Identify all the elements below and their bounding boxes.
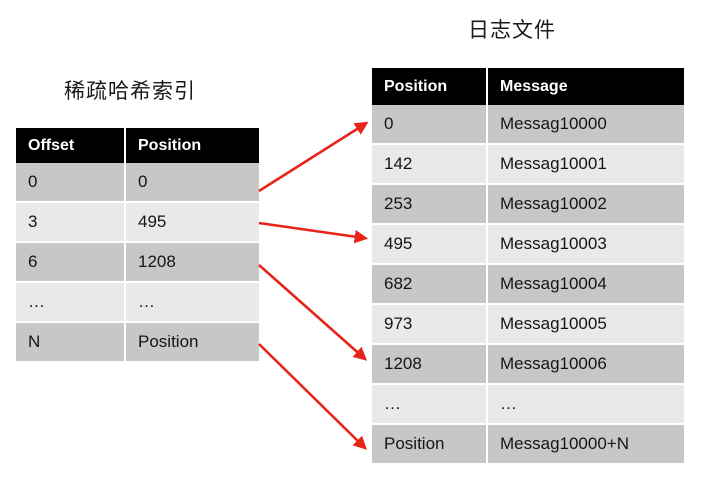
log-col-header-position: Position	[372, 68, 488, 105]
log-cell-position: 1208	[372, 345, 488, 385]
index-cell-position: 0	[126, 163, 259, 203]
arrow-offset-0-to-position-0	[258, 121, 369, 193]
table-row: 0 Messag10000	[372, 105, 684, 145]
log-cell-message: Messag10004	[488, 265, 684, 305]
table-row: 3 495	[16, 203, 259, 243]
log-cell-position: 0	[372, 105, 488, 145]
log-cell-position: Position	[372, 425, 488, 465]
table-row: 142 Messag10001	[372, 145, 684, 185]
index-col-header-offset: Offset	[16, 128, 126, 163]
log-cell-message: Messag10005	[488, 305, 684, 345]
log-cell-position: 253	[372, 185, 488, 225]
index-col-header-position: Position	[126, 128, 259, 163]
table-row: 682 Messag10004	[372, 265, 684, 305]
arrow-offset-3-to-position-495	[258, 221, 369, 244]
index-cell-offset: …	[16, 283, 126, 323]
index-cell-position: Position	[126, 323, 259, 363]
table-row: … …	[372, 385, 684, 425]
sparse-index-table: Offset Position 0 0 3 495 6 1208 … … N	[16, 128, 259, 363]
log-cell-message: …	[488, 385, 684, 425]
log-cell-message: Messag10000+N	[488, 425, 684, 465]
arrow-offset-6-to-position-1208	[258, 264, 368, 361]
index-cell-offset: 0	[16, 163, 126, 203]
log-cell-position: 495	[372, 225, 488, 265]
log-cell-message: Messag10002	[488, 185, 684, 225]
table-row: 495 Messag10003	[372, 225, 684, 265]
log-cell-message: Messag10006	[488, 345, 684, 385]
index-cell-position: 495	[126, 203, 259, 243]
log-cell-position: 973	[372, 305, 488, 345]
log-cell-message: Messag10003	[488, 225, 684, 265]
log-cell-message: Messag10000	[488, 105, 684, 145]
log-cell-position: …	[372, 385, 488, 425]
table-row: N Position	[16, 323, 259, 363]
log-col-header-message: Message	[488, 68, 684, 105]
table-row: 973 Messag10005	[372, 305, 684, 345]
table-row: 253 Messag10002	[372, 185, 684, 225]
table-row: 1208 Messag10006	[372, 345, 684, 385]
index-cell-offset: 3	[16, 203, 126, 243]
index-table-header-row: Offset Position	[16, 128, 259, 163]
log-table-header-row: Position Message	[372, 68, 684, 105]
index-cell-offset: 6	[16, 243, 126, 283]
log-panel-title: 日志文件	[468, 19, 556, 42]
log-file-table: Position Message 0 Messag10000 142 Messa…	[372, 68, 684, 465]
arrow-offset-N-to-position-N	[258, 343, 367, 450]
index-cell-offset: N	[16, 323, 126, 363]
table-row: … …	[16, 283, 259, 323]
table-row: 0 0	[16, 163, 259, 203]
log-cell-message: Messag10001	[488, 145, 684, 185]
index-panel-title: 稀疏哈希索引	[64, 80, 196, 103]
table-row: 6 1208	[16, 243, 259, 283]
index-cell-position: …	[126, 283, 259, 323]
table-row: Position Messag10000+N	[372, 425, 684, 465]
index-cell-position: 1208	[126, 243, 259, 283]
log-cell-position: 142	[372, 145, 488, 185]
log-cell-position: 682	[372, 265, 488, 305]
